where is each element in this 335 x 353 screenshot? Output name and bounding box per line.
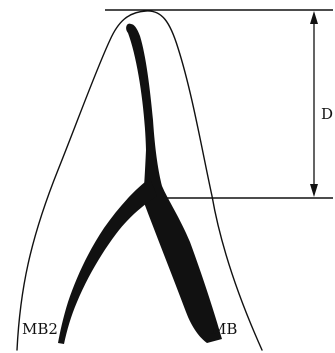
distance-label: D <box>321 105 333 123</box>
distance-dimension <box>310 11 318 197</box>
mb2-canal <box>58 178 157 344</box>
mb-canal <box>126 23 222 343</box>
down-arrowhead-icon <box>310 184 318 197</box>
up-arrowhead-icon <box>310 11 318 24</box>
root-outline <box>16 10 263 351</box>
mb-label: MB <box>211 320 237 338</box>
mb2-label: MB2 <box>22 320 58 338</box>
